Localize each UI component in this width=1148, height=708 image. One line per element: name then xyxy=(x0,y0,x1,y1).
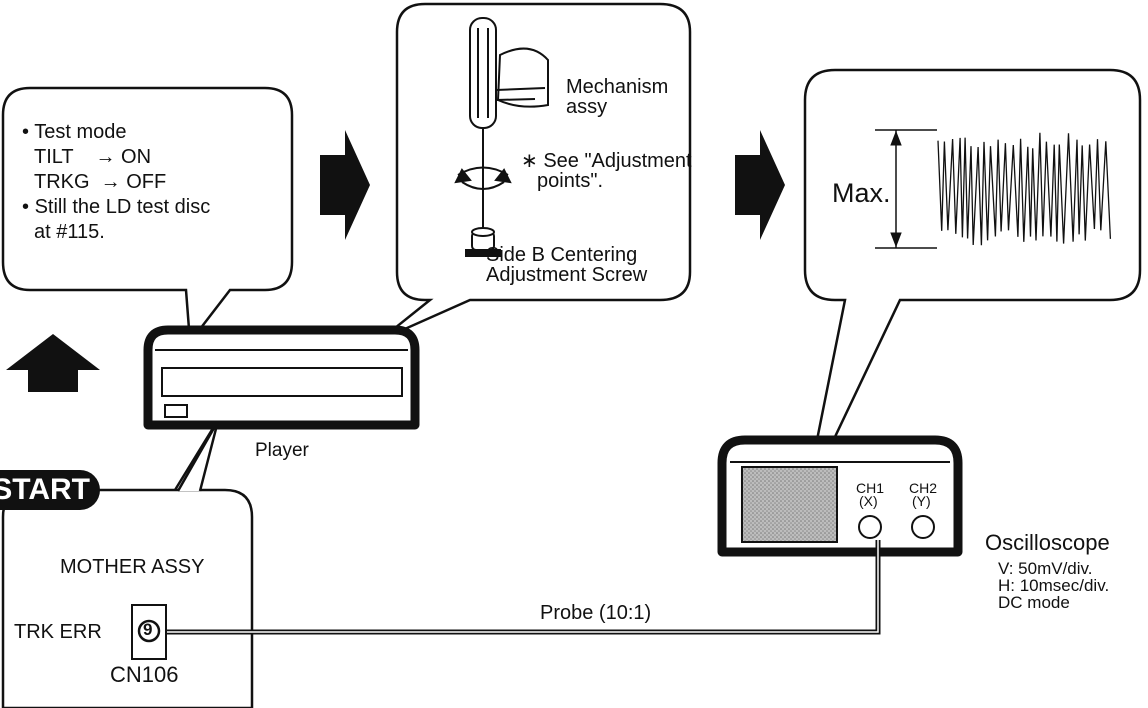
ch2-label-2: (Y) xyxy=(912,493,931,509)
screw-label-2: Adjustment Screw xyxy=(486,264,648,286)
step-line-4: • Still the LD test disc xyxy=(22,196,210,219)
pin-number: 9 xyxy=(143,620,153,639)
mechanism-label-2: assy xyxy=(566,96,608,118)
step-line-2: TILT → ON xyxy=(34,146,151,169)
screwdriver-illustration xyxy=(454,17,549,257)
probe-label: Probe (10:1) xyxy=(540,602,652,624)
arrow-right-2 xyxy=(735,130,785,240)
waveform-display xyxy=(875,129,1112,249)
player-label: Player xyxy=(255,440,309,461)
setting-v: V: 50mV/div. xyxy=(998,559,1093,578)
oscilloscope-name: Oscilloscope xyxy=(985,530,1110,555)
arrow-up xyxy=(6,334,100,392)
bullet-2: • xyxy=(22,196,30,218)
ch2-jack xyxy=(911,515,935,539)
step-line-5: at #115. xyxy=(34,221,105,244)
ch2-label-1: CH2 xyxy=(909,480,938,496)
waveform-callout xyxy=(803,68,1142,501)
tilt-on-text: TILT → ON xyxy=(34,146,152,168)
ch1-label-2: (X) xyxy=(859,493,878,509)
player-device xyxy=(143,325,420,430)
ch1-label-1: CH1 xyxy=(856,480,885,496)
start-badge: START xyxy=(0,470,100,510)
screw-label-1: Side B Centering xyxy=(486,244,638,266)
step-line-1: • Test mode xyxy=(22,121,126,144)
ch1-jack xyxy=(858,515,882,539)
steps-callout xyxy=(1,86,294,346)
trkg-off-text: TRKG → OFF xyxy=(34,171,167,193)
see-note-2: points". xyxy=(537,170,604,192)
cn106-connector xyxy=(131,604,167,660)
setting-h: H: 10msec/div. xyxy=(998,576,1110,595)
oscilloscope-screen xyxy=(741,466,838,543)
connector-name: CN106 xyxy=(110,662,179,687)
setting-mode: DC mode xyxy=(998,593,1070,612)
adjust-callout xyxy=(379,2,692,342)
max-label: Max. xyxy=(832,178,891,208)
disc-chapter-text: at #115. xyxy=(34,221,105,243)
signal-name: TRK ERR xyxy=(14,621,102,643)
see-note-1: ∗ See "Adjustment xyxy=(521,150,692,172)
test-mode-text: Test mode xyxy=(34,121,127,143)
mechanism-label-1: Mechanism xyxy=(566,76,669,98)
bullet-1: • xyxy=(22,121,30,143)
board-name: MOTHER ASSY xyxy=(60,556,205,578)
arrow-right-1 xyxy=(320,130,370,240)
still-disc-text: Still the LD test disc xyxy=(34,196,211,218)
oscilloscope-device xyxy=(717,435,963,557)
step-line-3: TRKG → OFF xyxy=(34,171,166,194)
